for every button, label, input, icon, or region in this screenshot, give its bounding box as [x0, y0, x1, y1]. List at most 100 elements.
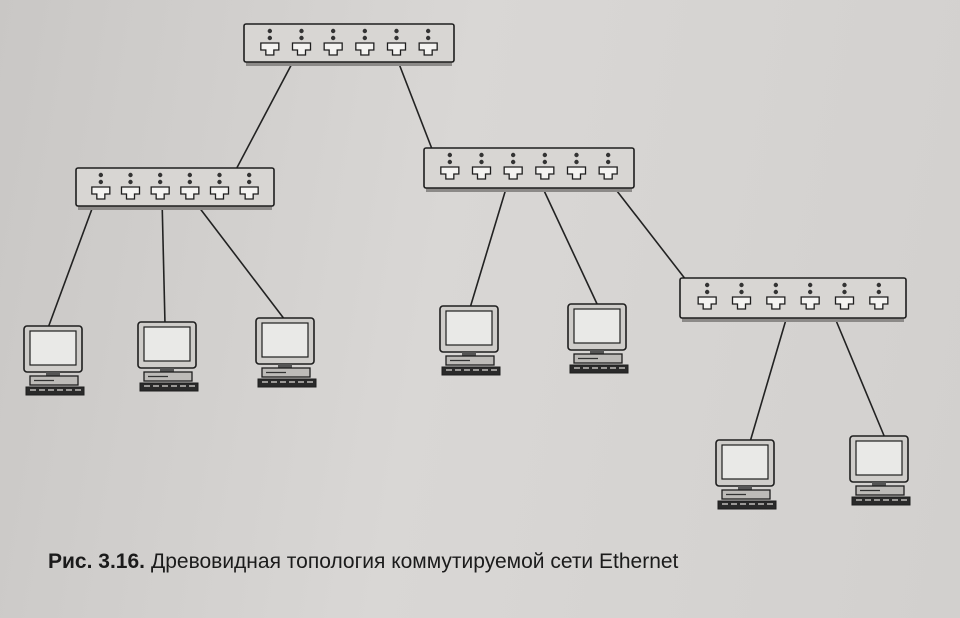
- rj45-port-icon: [180, 186, 200, 200]
- monitor-screen: [261, 322, 309, 358]
- rj45-port-icon: [471, 166, 492, 180]
- keyboard-keys: [601, 367, 607, 369]
- keyboard-keys: [144, 385, 150, 387]
- keyboard-keys: [610, 367, 616, 369]
- keyboard-keys: [66, 389, 72, 391]
- switch-base: [78, 204, 272, 210]
- rj45-port-icon: [209, 186, 230, 200]
- port-led-icon: [425, 28, 431, 34]
- rj45-port-icon: [355, 42, 375, 56]
- keyboard-keys: [289, 381, 295, 383]
- keyboard-keys: [262, 381, 268, 383]
- keyboard-keys: [30, 389, 36, 391]
- keyboard-keys: [180, 385, 186, 387]
- port-led-icon: [330, 35, 336, 41]
- rj45-port-icon: [418, 42, 438, 56]
- rj45-port-icon: [766, 296, 786, 310]
- keyboard-keys: [39, 389, 45, 391]
- port-led-icon: [187, 179, 193, 185]
- keyboard-keys: [574, 367, 580, 369]
- monitor-stand: [46, 372, 60, 376]
- port-led-icon: [128, 172, 133, 178]
- keyboard-icon: [851, 496, 911, 506]
- port-led-icon: [362, 28, 368, 34]
- rj45-port-icon: [120, 186, 141, 200]
- rj45-port-icon: [260, 42, 280, 56]
- monitor-screen: [445, 310, 493, 346]
- switch-base: [682, 316, 904, 322]
- monitor-stand: [462, 352, 476, 356]
- port-led-icon: [876, 282, 882, 288]
- port-led-icon: [510, 159, 516, 165]
- port-led-icon: [605, 159, 611, 165]
- monitor-screen: [573, 308, 621, 344]
- switch-body: [423, 147, 635, 189]
- port-led-icon: [510, 152, 516, 158]
- link-switch-middle-to-pc-5: [539, 181, 599, 307]
- port-led-icon: [362, 35, 368, 41]
- monitor-screen: [29, 330, 77, 366]
- keyboard-keys: [583, 367, 589, 369]
- monitor-stand: [738, 486, 752, 490]
- rj45-port-icon: [503, 166, 523, 180]
- keyboard-keys: [189, 385, 195, 387]
- port-led-icon: [299, 35, 304, 41]
- port-led-icon: [267, 28, 273, 34]
- port-led-icon: [876, 289, 882, 295]
- keyboard-keys: [280, 381, 286, 383]
- port-led-icon: [98, 172, 104, 178]
- port-led-icon: [98, 179, 104, 185]
- figure-caption-text: Древовидная топология коммутируемой сети…: [150, 550, 679, 573]
- keyboard-icon: [257, 378, 317, 388]
- switch-middle: [423, 147, 635, 192]
- port-led-icon: [394, 35, 399, 41]
- port-led-icon: [842, 282, 847, 288]
- rj45-port-icon: [323, 42, 343, 56]
- rj45-port-icon: [535, 166, 555, 180]
- switch-left: [75, 167, 275, 210]
- keyboard-keys: [298, 381, 304, 383]
- port-led-icon: [157, 172, 163, 178]
- keyboard-icon: [139, 382, 199, 392]
- keyboard-keys: [883, 499, 889, 501]
- port-led-icon: [773, 289, 779, 295]
- link-switch-right-to-pc-6: [749, 305, 791, 443]
- keyboard-keys: [75, 389, 81, 391]
- port-led-icon: [425, 35, 431, 41]
- keyboard-keys: [48, 389, 54, 391]
- keyboard-keys: [865, 499, 871, 501]
- pc-1: [23, 325, 85, 396]
- keyboard-keys: [491, 369, 497, 371]
- switch-body: [679, 277, 907, 319]
- keyboard-keys: [749, 503, 755, 505]
- keyboard-keys: [892, 499, 898, 501]
- monitor-screen: [855, 440, 903, 476]
- keyboard-keys: [271, 381, 277, 383]
- port-led-icon: [246, 179, 252, 185]
- keyboard-keys: [874, 499, 880, 501]
- link-switch-left-to-pc-2: [161, 197, 166, 325]
- rj45-port-icon: [731, 296, 752, 310]
- switch-right: [679, 277, 907, 322]
- link-switch-left-to-pc-1: [47, 197, 97, 329]
- pc-6: [715, 439, 777, 510]
- keyboard-keys: [171, 385, 177, 387]
- pc-5: [567, 303, 629, 374]
- keyboard-icon: [441, 366, 501, 376]
- pc-7: [849, 435, 911, 506]
- port-led-icon: [842, 289, 847, 295]
- keyboard-keys: [740, 503, 746, 505]
- switch-base: [246, 60, 452, 66]
- keyboard-keys: [901, 499, 907, 501]
- keyboard-icon: [569, 364, 629, 374]
- port-led-icon: [704, 289, 710, 295]
- monitor-screen: [721, 444, 769, 480]
- port-led-icon: [394, 28, 399, 34]
- keyboard-keys: [455, 369, 461, 371]
- port-led-icon: [574, 159, 579, 165]
- rj45-port-icon: [150, 186, 170, 200]
- port-led-icon: [299, 28, 304, 34]
- rj45-port-icon: [291, 42, 312, 56]
- keyboard-keys: [57, 389, 63, 391]
